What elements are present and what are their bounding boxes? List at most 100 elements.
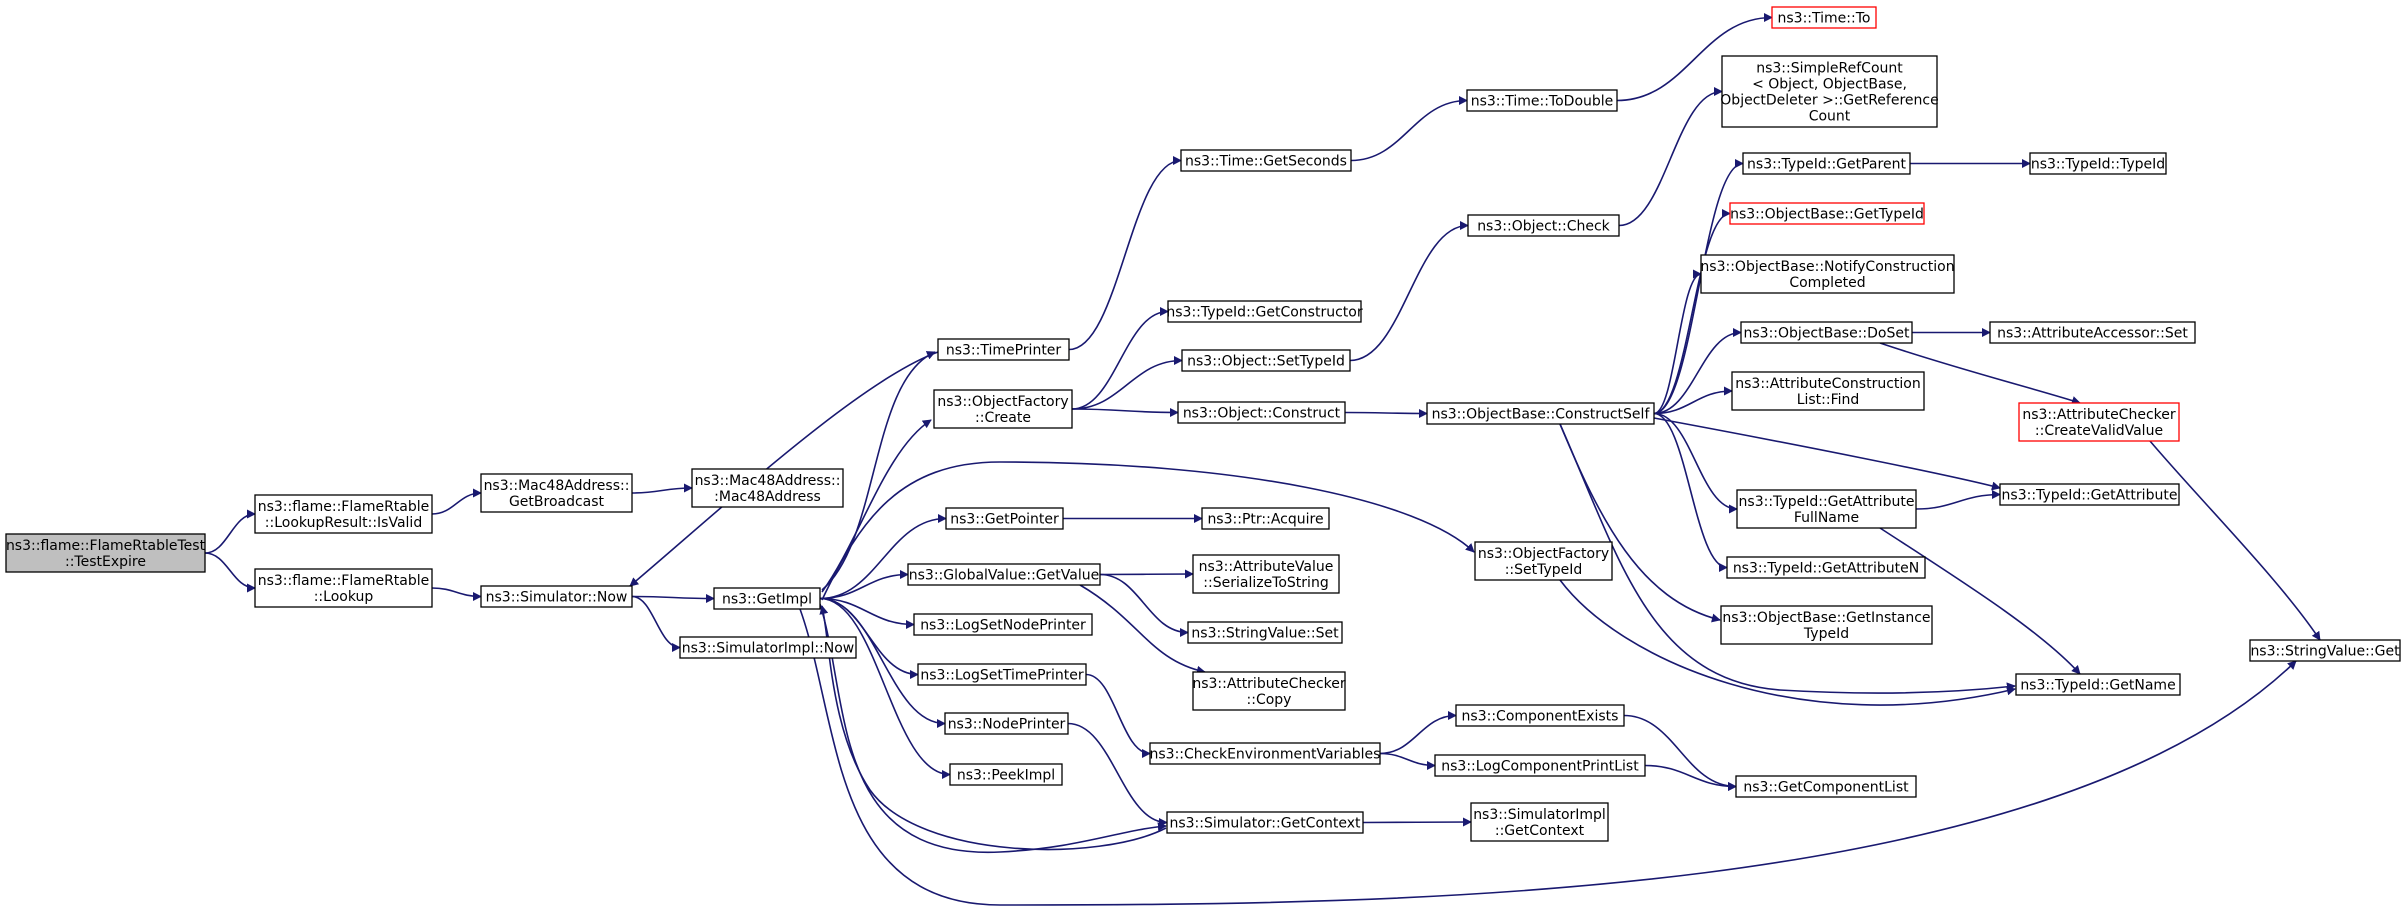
- node-label: ns3::TypeId::GetConstructor: [1166, 305, 1362, 321]
- call-edge-getimpl-to-logsetnode: [819, 597, 915, 629]
- function-node-objsettypeid[interactable]: ns3::Object::SetTypeId: [1181, 349, 1351, 372]
- node-box: [254, 568, 433, 608]
- function-node-getimpl[interactable]: ns3::GetImpl: [713, 587, 821, 610]
- node-label: ns3::AttributeChecker: [2022, 407, 2176, 423]
- node-label: Count: [1809, 109, 1851, 125]
- function-node-simgetcontext[interactable]: ns3::Simulator::GetContext: [1166, 811, 1364, 834]
- function-node-nodeprinter[interactable]: ns3::NodePrinter: [944, 712, 1069, 735]
- node-box: [913, 613, 1093, 636]
- function-node-accreatevalid[interactable]: ns3::AttributeChecker::CreateValidValue: [2018, 402, 2180, 442]
- function-node-root[interactable]: ns3::flame::FlameRtableTest::TestExpire: [5, 533, 206, 573]
- call-edge-simnow-to-getimpl: [631, 593, 715, 603]
- call-edge-gvgetvalue-to-svset: [1099, 573, 1189, 637]
- call-edge-constructself-to-tigetattrfull: [1653, 412, 1738, 514]
- function-node-timeprinter[interactable]: ns3::TimePrinter: [937, 338, 1070, 361]
- function-node-simimplgetcontext[interactable]: ns3::SimulatorImpl::GetContext: [1470, 802, 1609, 842]
- node-box: [933, 389, 1073, 429]
- function-node-simnow[interactable]: ns3::Simulator::Now: [480, 585, 633, 608]
- function-node-tigetname[interactable]: ns3::TypeId::GetName: [2015, 673, 2181, 696]
- function-node-svget[interactable]: ns3::StringValue::Get: [2249, 639, 2401, 662]
- node-label: ::LookupResult::IsValid: [265, 515, 422, 531]
- node-box: [1721, 55, 1938, 128]
- function-node-todouble[interactable]: ns3::Time::ToDouble: [1466, 89, 1618, 112]
- call-edges: [204, 13, 2321, 906]
- node-label: GetBroadcast: [509, 494, 605, 510]
- node-label: ns3::Ptr::Acquire: [1207, 512, 1323, 528]
- node-label: ns3::flame::FlameRtable: [258, 573, 430, 589]
- function-node-tigetattrn[interactable]: ns3::TypeId::GetAttributeN: [1726, 556, 1926, 579]
- call-edge-getimpl-to-peekimpl: [819, 597, 951, 779]
- node-box: [713, 587, 821, 610]
- node-label: ns3::TypeId::GetParent: [1747, 157, 1906, 173]
- node-box: [1426, 402, 1655, 425]
- function-node-obdoset[interactable]: ns3::ObjectBase::DoSet: [1740, 321, 1913, 344]
- node-box: [1771, 6, 1877, 29]
- call-edge-constructself-to-obgettypeid: [1653, 209, 1731, 415]
- function-node-gvgetvalue[interactable]: ns3::GlobalValue::GetValue: [907, 563, 1101, 586]
- node-label: ns3::SimulatorImpl::Now: [682, 641, 855, 657]
- function-node-avserialize[interactable]: ns3::AttributeValue::SerializeToString: [1192, 554, 1340, 594]
- node-box: [1726, 556, 1926, 579]
- function-node-objcheck[interactable]: ns3::Object::Check: [1467, 214, 1620, 237]
- node-box: [2018, 402, 2180, 442]
- function-node-logsettime[interactable]: ns3::LogSetTimePrinter: [917, 663, 1087, 686]
- function-node-timeto[interactable]: ns3::Time::To: [1771, 6, 1877, 29]
- function-node-tigetparent[interactable]: ns3::TypeId::GetParent: [1742, 152, 1911, 175]
- function-node-aaset[interactable]: ns3::AttributeAccessor::Set: [1989, 321, 2196, 344]
- node-box: [254, 494, 433, 534]
- node-label: ns3::TypeId::GetAttribute: [2002, 488, 2178, 504]
- function-node-getseconds[interactable]: ns3::Time::GetSeconds: [1180, 149, 1352, 172]
- function-node-accopy[interactable]: ns3::AttributeChecker::Copy: [1192, 671, 1346, 711]
- function-node-ofsettypeid[interactable]: ns3::ObjectFactory::SetTypeId: [1474, 541, 1613, 581]
- function-node-svset[interactable]: ns3::StringValue::Set: [1187, 621, 1343, 644]
- function-node-tigetattribute[interactable]: ns3::TypeId::GetAttribute: [1999, 483, 2180, 506]
- function-node-getcomplist[interactable]: ns3::GetComponentList: [1735, 775, 1917, 798]
- node-box: [1177, 401, 1346, 424]
- node-box: [1180, 149, 1352, 172]
- call-edge-lookup-to-simnow: [431, 587, 482, 601]
- call-edge-constructself-to-tigetattribute: [1653, 417, 2001, 491]
- node-label: ns3::AttributeAccessor::Set: [1997, 326, 2188, 342]
- node-label: ns3::AttributeChecker: [1192, 676, 1346, 692]
- function-node-mac48[interactable]: ns3::Mac48Address:::Mac48Address: [691, 468, 844, 508]
- node-box: [679, 636, 857, 659]
- function-node-obgettypeid[interactable]: ns3::ObjectBase::GetTypeId: [1729, 202, 1925, 225]
- call-edge-getimpl-to-nodeprinter: [819, 597, 946, 728]
- function-node-checkenv[interactable]: ns3::CheckEnvironmentVariables: [1149, 742, 1381, 765]
- node-label: ns3::LogComponentPrintList: [1441, 759, 1639, 775]
- function-node-getbroadcast[interactable]: ns3::Mac48Address::GetBroadcast: [480, 473, 633, 513]
- function-node-isvalid[interactable]: ns3::flame::FlameRtable::LookupResult::I…: [254, 494, 433, 534]
- function-node-ptracquire[interactable]: ns3::Ptr::Acquire: [1201, 507, 1330, 530]
- function-node-compexists[interactable]: ns3::ComponentExists: [1455, 704, 1625, 727]
- call-edge-getimpl-to-simgetcontext: [819, 603, 1167, 853]
- node-label: :Mac48Address: [714, 489, 821, 505]
- function-node-obnotify[interactable]: ns3::ObjectBase::NotifyConstructionCompl…: [1700, 254, 1955, 294]
- function-node-lookup[interactable]: ns3::flame::FlameRtable::Lookup: [254, 568, 433, 608]
- node-label: ns3::ObjectFactory: [937, 394, 1068, 410]
- call-edge-getbroadcast-to-mac48: [631, 483, 693, 494]
- node-label: ns3::Object::SetTypeId: [1187, 354, 1345, 370]
- function-node-peekimpl[interactable]: ns3::PeekImpl: [949, 763, 1063, 786]
- node-label: ns3::Mac48Address::: [695, 473, 841, 489]
- function-node-getpointer[interactable]: ns3::GetPointer: [945, 507, 1064, 530]
- call-edge-compexists-to-getcomplist: [1623, 714, 1737, 791]
- node-box: [944, 712, 1069, 735]
- function-node-titypeid[interactable]: ns3::TypeId::TypeId: [2029, 152, 2167, 175]
- function-node-simimplnow[interactable]: ns3::SimulatorImpl::Now: [679, 636, 857, 659]
- node-box: [937, 338, 1070, 361]
- function-node-constructself[interactable]: ns3::ObjectBase::ConstructSelf: [1426, 402, 1655, 425]
- function-node-getconstructor[interactable]: ns3::TypeId::GetConstructor: [1166, 300, 1363, 323]
- function-node-srcgetref[interactable]: ns3::SimpleRefCount< Object, ObjectBase,…: [1720, 55, 1939, 128]
- node-box: [480, 473, 633, 513]
- function-node-ofcreate[interactable]: ns3::ObjectFactory::Create: [933, 389, 1073, 429]
- node-box: [5, 533, 206, 573]
- function-node-logcompprint[interactable]: ns3::LogComponentPrintList: [1434, 754, 1646, 777]
- node-box: [1735, 775, 1917, 798]
- function-node-logsetnode[interactable]: ns3::LogSetNodePrinter: [913, 613, 1093, 636]
- function-node-objconstruct[interactable]: ns3::Object::Construct: [1177, 401, 1346, 424]
- node-box: [1434, 754, 1646, 777]
